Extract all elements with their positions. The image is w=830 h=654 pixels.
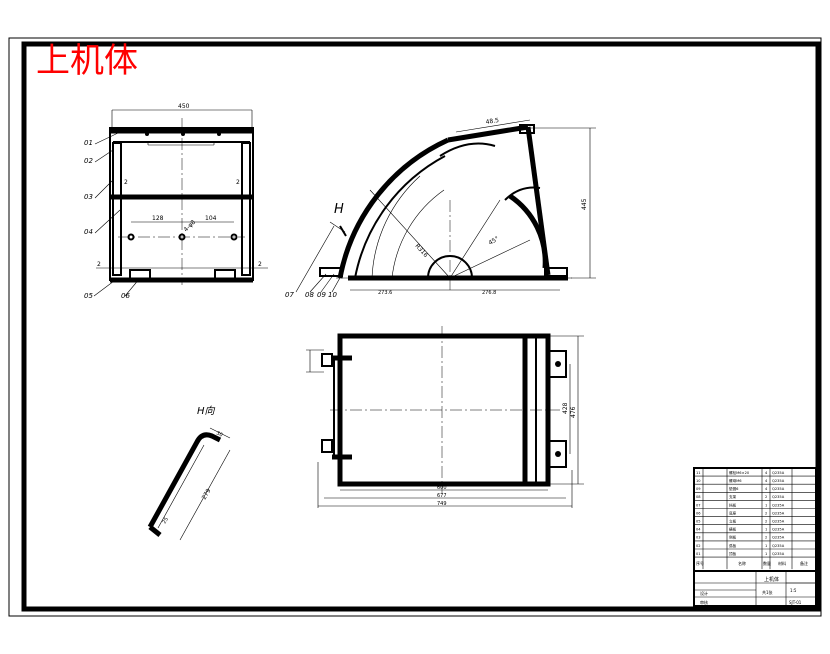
parts-row-name: 螺栓M6×20 — [729, 470, 750, 475]
parts-row-qty: 1 — [765, 552, 767, 556]
dim-width-inner: 600 — [437, 485, 447, 491]
parts-row-qty: 2 — [765, 495, 767, 499]
dim-inner-height: 428 — [562, 402, 569, 414]
parts-row-qty: 1 — [765, 544, 767, 548]
parts-row-material: Q235A — [772, 536, 785, 540]
parts-row-no: 08 — [696, 495, 701, 499]
parts-row-qty: 2 — [765, 511, 767, 515]
parts-row-no: 03 — [696, 536, 701, 540]
parts-row-name: 挡板 — [729, 502, 737, 507]
callout-10: 10 — [328, 291, 337, 299]
parts-row-no: 05 — [696, 520, 701, 524]
parts-row-qty: 1 — [765, 528, 767, 532]
dim-h-bottom: 25 — [162, 516, 170, 525]
dim-top-width: 48.5 — [485, 117, 499, 126]
dim-side-height: 476 — [570, 406, 577, 418]
parts-row-name: 横板 — [729, 527, 737, 532]
dim-h-length: 279 — [201, 487, 213, 501]
parts-row-material: Q235A — [772, 511, 785, 515]
parts-header-no: 序号 — [696, 560, 704, 566]
parts-row-name: 支架 — [729, 494, 737, 499]
parts-row-material: Q235A — [772, 520, 785, 524]
parts-row-material: Q235A — [772, 552, 785, 556]
parts-header-material: 材料 — [778, 560, 786, 566]
title-block-name: 上机体 — [764, 576, 779, 583]
parts-row-material: Q235A — [772, 495, 785, 499]
callout-08: 08 — [305, 291, 314, 299]
dim-angle: 45° — [488, 235, 501, 246]
parts-row-name: 底座 — [729, 510, 737, 515]
parts-row-material: Q235A — [772, 544, 785, 548]
parts-row-no: 11 — [696, 471, 701, 475]
dim-arc-height: 445 — [581, 198, 588, 210]
parts-row-material: Q235A — [772, 487, 785, 491]
dim-width-overall: 749 — [437, 501, 447, 507]
title-block-drawing-no: SJT-01 — [789, 600, 802, 605]
callout-04: 04 — [84, 228, 93, 236]
parts-row-qty: 1 — [765, 503, 767, 507]
arc-view: 445 48.5 R316 45° 273.6 276.8 H 07 08 09… — [285, 117, 596, 299]
drawing-title: 上机体 — [36, 41, 138, 81]
parts-row-name: 螺母M6 — [729, 478, 742, 483]
dim-width-mid: 677 — [437, 493, 447, 499]
parts-row-name: 侧板 — [729, 535, 737, 540]
parts-row-material: Q235A — [772, 528, 785, 532]
title-block-check: 审核 — [700, 599, 708, 605]
parts-row-material: Q235A — [772, 479, 785, 483]
dim-inner-left: 128 — [152, 215, 164, 222]
svg-text:2: 2 — [97, 261, 101, 268]
section-mark-h: H — [334, 202, 344, 217]
parts-row-qty: 4 — [765, 487, 768, 491]
title-block-sheet: 共1张 — [762, 589, 773, 595]
title-block-design: 设计 — [700, 590, 708, 596]
dim-hole: 4-φ8 — [182, 219, 197, 234]
h-view: H向 30 279 25 — [147, 405, 231, 541]
outer-frame — [8, 37, 822, 617]
parts-row-no: 10 — [696, 479, 701, 483]
drawing-border — [21, 41, 821, 612]
dim-radius-inner: R316 — [414, 243, 430, 259]
callout-06: 06 — [121, 292, 130, 300]
parts-row-qty: 4 — [765, 471, 768, 475]
callout-05: 05 — [84, 292, 93, 300]
svg-text:2: 2 — [258, 261, 262, 268]
callout-03: 03 — [84, 193, 93, 201]
dim-h-top: 30 — [215, 430, 223, 438]
h-view-label: H向 — [197, 405, 216, 417]
svg-text:2: 2 — [124, 179, 128, 186]
parts-row-name: 立板 — [729, 519, 737, 524]
parts-row-name: 顶板 — [729, 551, 737, 556]
parts-row-no: 06 — [696, 511, 701, 515]
parts-header-note: 备注 — [800, 560, 808, 566]
dim-inner-right: 104 — [205, 215, 217, 222]
parts-header-qty: 数量 — [763, 560, 771, 566]
dim-bottom-left: 273.6 — [378, 290, 392, 296]
parts-row-no: 04 — [696, 528, 701, 532]
left-view: 450 128 104 4-φ8 2 2 2 2 0 — [84, 103, 268, 300]
callout-01: 01 — [84, 139, 93, 147]
callout-09: 09 — [317, 291, 326, 299]
title-block-scale: 1:5 — [790, 588, 797, 593]
parts-row-no: 07 — [696, 503, 701, 507]
parts-row-material: Q235A — [772, 471, 785, 475]
parts-header-name: 名称 — [738, 560, 746, 566]
parts-row-no: 02 — [696, 544, 701, 548]
parts-row-no: 01 — [696, 552, 701, 556]
parts-row-no: 09 — [696, 487, 701, 491]
svg-text:2: 2 — [236, 179, 240, 186]
parts-row-qty: 2 — [765, 536, 767, 540]
parts-row-name: 弧板 — [729, 543, 737, 548]
plan-view: 476 428 600 677 749 — [306, 326, 584, 508]
parts-row-qty: 4 — [765, 479, 768, 483]
title-block: 上机体 1:5 共1张 设计 审核 SJT-01 — [693, 570, 817, 607]
callout-07: 07 — [285, 291, 294, 299]
parts-row-material: Q235A — [772, 503, 785, 507]
dim-bottom-right: 276.8 — [482, 290, 496, 296]
callout-02: 02 — [84, 157, 93, 165]
dim-top: 450 — [178, 103, 190, 110]
parts-row-qty: 2 — [765, 520, 767, 524]
parts-row-name: 垫圈6 — [729, 486, 739, 491]
